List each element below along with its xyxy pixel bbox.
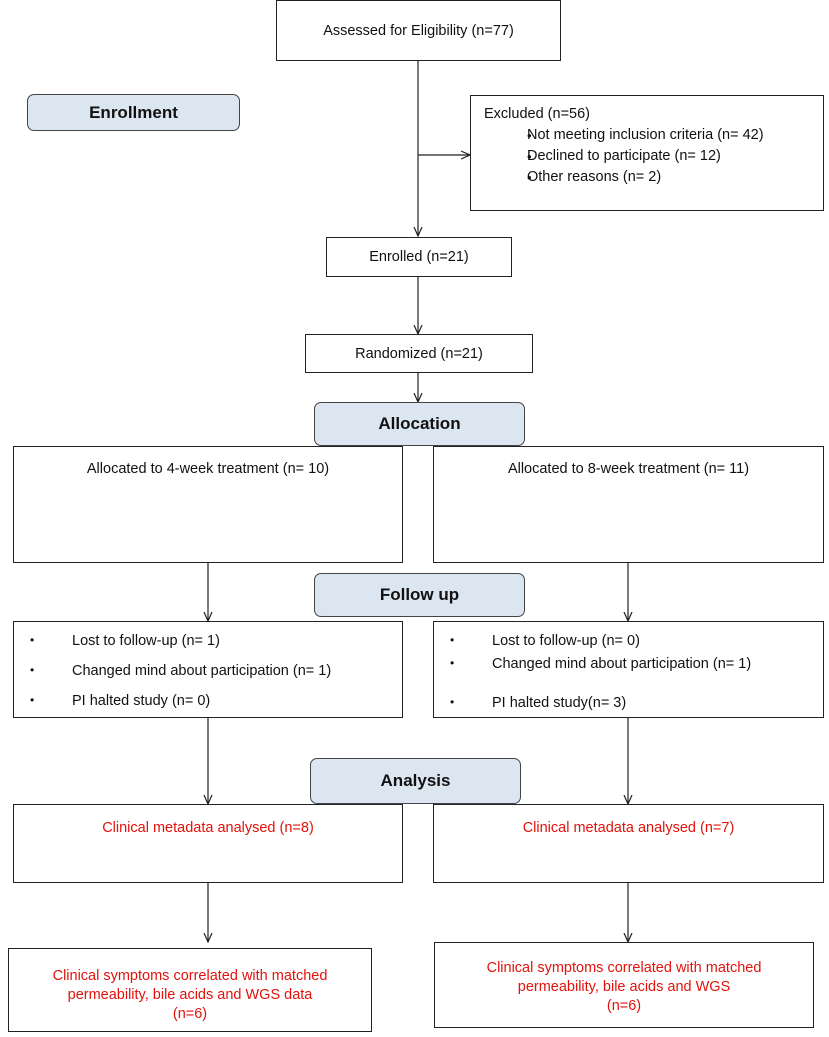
allocation-right-label: Allocated to 8-week treatment (n= 11) xyxy=(507,461,750,477)
correlated-box-right: Clinical symptoms correlated with matche… xyxy=(434,942,814,1028)
allocation-label: Allocation xyxy=(378,414,461,433)
follow-up-box-left: • Lost to follow-up (n= 1) • Changed min… xyxy=(13,621,403,718)
assessed-box: Assessed for Eligibility (n=77) xyxy=(276,0,561,61)
correlated-box-left: Clinical symptoms correlated with matche… xyxy=(8,948,372,1032)
analysed-right-label: Clinical metadata analysed (n=7) xyxy=(522,820,735,836)
analysis-stage: Analysis xyxy=(310,758,521,804)
follow-up-box-right: • Lost to follow-up (n= 0) • Changed min… xyxy=(433,621,824,718)
excluded-item: Not meeting inclusion criteria (n= 42) xyxy=(484,125,823,146)
correlated-left-line: Clinical symptoms correlated with matche… xyxy=(52,968,328,984)
assessed-label: Assessed for Eligibility (n=77) xyxy=(323,22,514,39)
enrolled-label: Enrolled (n=21) xyxy=(369,249,469,265)
allocation-stage: Allocation xyxy=(314,402,525,446)
enrollment-label: Enrollment xyxy=(89,103,178,122)
correlated-left-count: (n=6) xyxy=(172,1006,208,1022)
allocation-box-left: Allocated to 4-week treatment (n= 10) xyxy=(13,446,403,563)
excluded-title: Excluded (n=56) xyxy=(484,106,590,122)
follow-up-label: Follow up xyxy=(379,585,460,604)
analysed-box-right: Clinical metadata analysed (n=7) xyxy=(433,804,824,883)
enrolled-box: Enrolled (n=21) xyxy=(326,237,512,277)
correlated-right-count: (n=6) xyxy=(606,998,642,1014)
excluded-item: Other reasons (n= 2) xyxy=(484,167,823,188)
allocation-box-right: Allocated to 8-week treatment (n= 11) xyxy=(433,446,824,563)
randomized-box: Randomized (n=21) xyxy=(305,334,533,373)
correlated-right-line: permeability, bile acids and WGS xyxy=(517,979,731,995)
excluded-list: Not meeting inclusion criteria (n= 42) D… xyxy=(484,125,823,188)
excluded-box: Excluded (n=56) Not meeting inclusion cr… xyxy=(470,95,824,211)
allocation-left-label: Allocated to 4-week treatment (n= 10) xyxy=(86,461,330,477)
excluded-item: Declined to participate (n= 12) xyxy=(484,146,823,167)
correlated-right-line: Clinical symptoms correlated with matche… xyxy=(486,960,762,976)
correlated-left-line: permeability, bile acids and WGS data xyxy=(67,987,313,1003)
analysed-left-label: Clinical metadata analysed (n=8) xyxy=(102,820,314,836)
follow-up-stage: Follow up xyxy=(314,573,525,617)
analysis-label: Analysis xyxy=(380,771,451,790)
enrollment-stage: Enrollment xyxy=(27,94,240,131)
analysed-box-left: Clinical metadata analysed (n=8) xyxy=(13,804,403,883)
randomized-label: Randomized (n=21) xyxy=(355,345,483,362)
